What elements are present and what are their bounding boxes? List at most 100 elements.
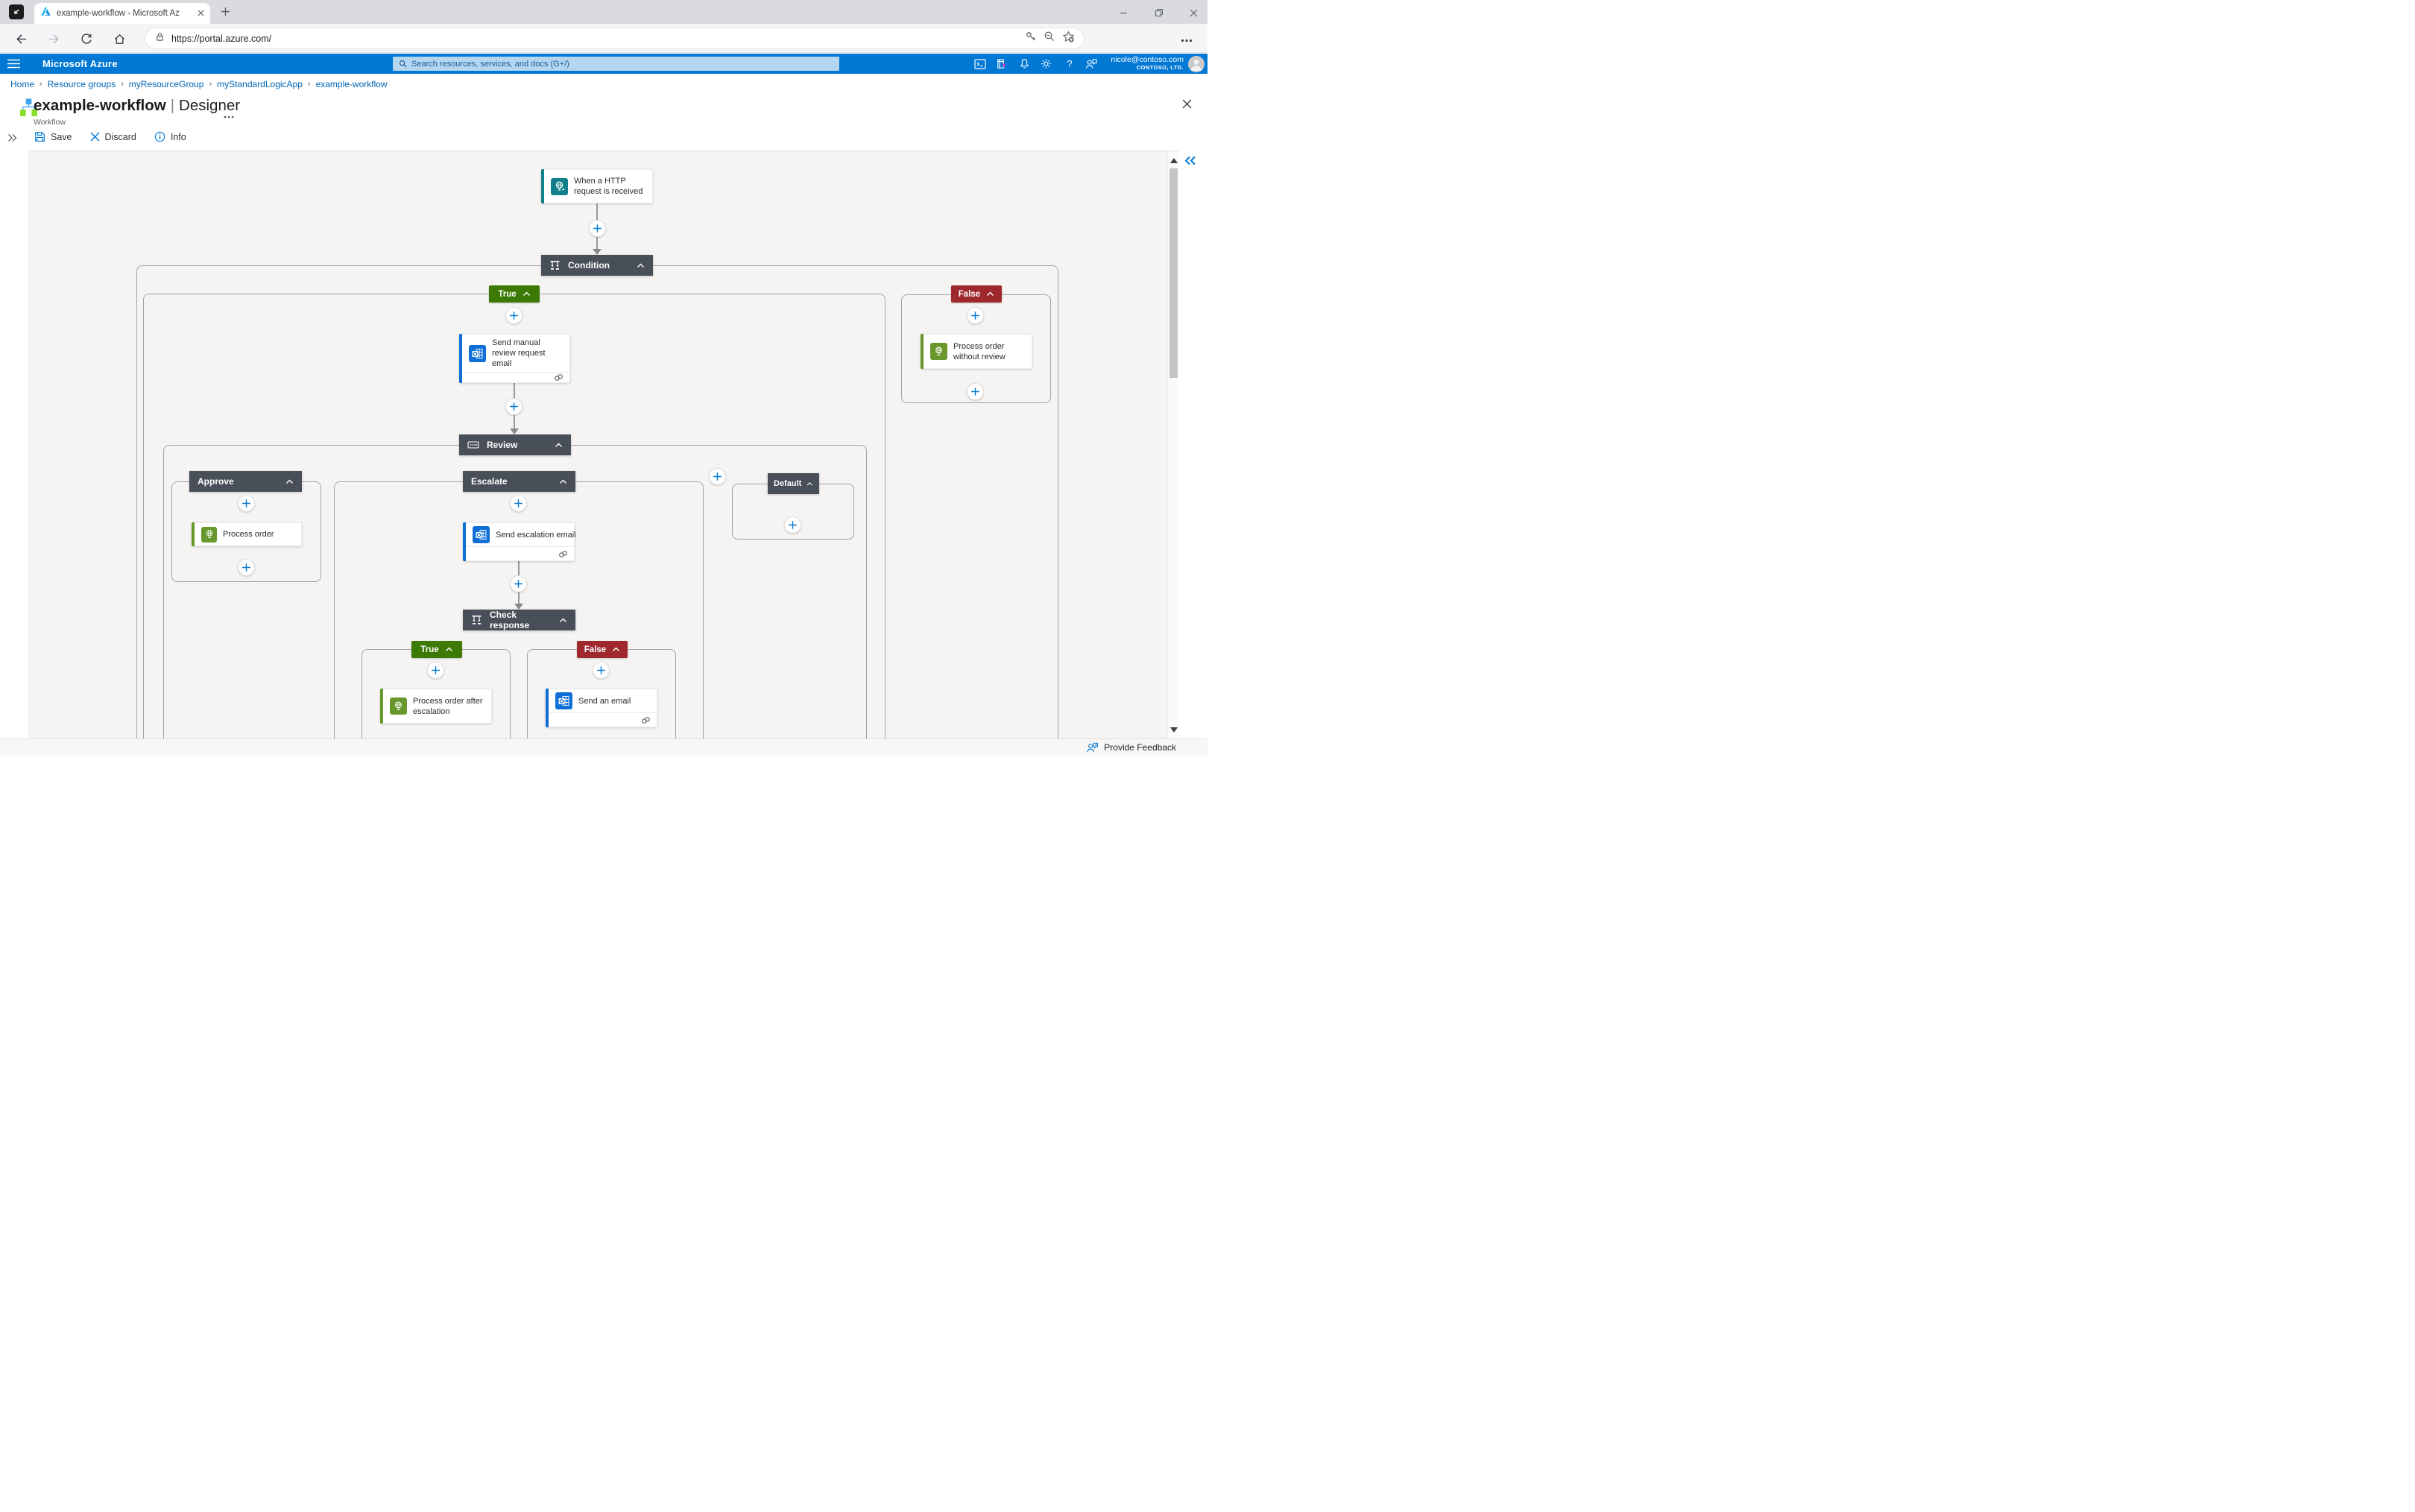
escalate-case-header[interactable]: Escalate — [463, 471, 575, 492]
window-close-button[interactable] — [1182, 6, 1205, 19]
scroll-up-icon[interactable] — [1170, 158, 1178, 163]
discard-button[interactable]: Discard — [89, 131, 136, 142]
address-bar[interactable]: https://portal.azure.com/ — [145, 28, 1085, 49]
title-more-icon[interactable] — [224, 109, 234, 122]
password-key-icon[interactable] — [1025, 31, 1037, 46]
feedback-icon — [1087, 742, 1099, 753]
node-footer — [460, 372, 569, 382]
add-action-button[interactable] — [427, 662, 444, 679]
breadcrumb-resource-groups[interactable]: Resource groups — [47, 79, 116, 89]
expand-panel-icon[interactable] — [7, 133, 18, 146]
designer-canvas[interactable]: When a HTTP request is received Conditio… — [28, 151, 1178, 738]
http-action-icon — [930, 343, 947, 360]
outlook-accent — [463, 522, 466, 561]
default-case-header[interactable]: Default — [768, 473, 819, 494]
window-minimize-button[interactable] — [1112, 6, 1134, 19]
check-response-node[interactable]: Check response — [463, 610, 575, 630]
browser-tab[interactable]: example-workflow - Microsoft Az — [34, 3, 210, 24]
add-action-button[interactable] — [510, 575, 527, 592]
account-info[interactable]: nicole@contoso.com CONTOSO, LTD. — [1111, 55, 1184, 71]
node-label: Process order after escalation — [413, 696, 483, 716]
send-manual-review-node[interactable]: Send manual review request email — [459, 334, 570, 383]
connection-icon — [559, 550, 567, 557]
breadcrumb-separator: › — [307, 80, 311, 89]
page-close-icon[interactable] — [1182, 99, 1192, 113]
global-search-input[interactable]: Search resources, services, and docs (G+… — [393, 57, 839, 71]
add-action-button[interactable] — [505, 307, 523, 324]
favorites-add-icon[interactable] — [1062, 30, 1075, 47]
switch-icon — [467, 441, 479, 449]
notifications-bell-icon[interactable] — [1018, 57, 1031, 70]
portal-menu-icon[interactable] — [7, 59, 20, 72]
account-org: CONTOSO, LTD. — [1136, 64, 1184, 71]
http-accent — [921, 334, 924, 369]
directory-filter-icon[interactable] — [995, 57, 1008, 70]
breadcrumb-home[interactable]: Home — [10, 79, 35, 89]
page-footer: Provide Feedback — [0, 738, 1208, 756]
approve-case-header[interactable]: Approve — [189, 471, 302, 492]
zoom-out-icon[interactable] — [1044, 31, 1055, 46]
cloud-shell-icon[interactable] — [973, 57, 986, 70]
info-button[interactable]: Info — [154, 131, 186, 142]
new-tab-button[interactable] — [221, 7, 230, 20]
condition-node[interactable]: Condition — [541, 255, 653, 276]
window-restore-button[interactable] — [1148, 6, 1170, 19]
chevron-up-icon — [807, 481, 813, 485]
add-action-button[interactable] — [238, 559, 255, 576]
add-action-button[interactable] — [784, 516, 801, 534]
add-action-button[interactable] — [510, 495, 527, 512]
check-true-badge[interactable]: True — [411, 641, 462, 658]
false-branch-badge[interactable]: False — [951, 285, 1002, 303]
process-order-without-review-node[interactable]: Process order without review — [921, 334, 1032, 369]
lock-icon[interactable] — [155, 31, 165, 45]
scroll-down-icon[interactable] — [1170, 727, 1178, 733]
provide-feedback-button[interactable]: Provide Feedback — [1086, 741, 1176, 753]
outlook-accent — [459, 334, 462, 383]
chevron-up-icon — [637, 263, 644, 268]
process-order-after-escalation-node[interactable]: Process order after escalation — [380, 689, 492, 724]
breadcrumb-workflow[interactable]: example-workflow — [315, 79, 388, 89]
feedback-label: Provide Feedback — [1104, 741, 1176, 753]
breadcrumb-resource-group[interactable]: myResourceGroup — [128, 79, 204, 89]
add-action-button[interactable] — [505, 398, 523, 415]
chevron-up-icon — [613, 647, 620, 651]
collapse-panel-icon[interactable] — [1184, 156, 1196, 169]
send-an-email-node[interactable]: Send an email — [546, 689, 657, 727]
trigger-node[interactable]: When a HTTP request is received — [541, 169, 653, 203]
node-label: Send an email — [578, 696, 631, 706]
breadcrumb-logic-app[interactable]: myStandardLogicApp — [217, 79, 303, 89]
add-action-button[interactable] — [967, 383, 984, 400]
add-action-button[interactable] — [589, 220, 606, 237]
true-branch-badge[interactable]: True — [489, 285, 540, 303]
tab-actions-icon[interactable] — [9, 4, 24, 19]
forward-button[interactable] — [44, 29, 63, 48]
add-action-button[interactable] — [967, 307, 984, 324]
back-button[interactable] — [11, 29, 31, 48]
save-button[interactable]: Save — [34, 131, 72, 142]
add-case-button[interactable] — [709, 468, 726, 485]
add-action-button[interactable] — [593, 662, 610, 679]
connector-arrow — [514, 604, 523, 610]
review-switch-node[interactable]: Review — [459, 434, 571, 455]
help-icon[interactable]: ? — [1063, 57, 1076, 70]
refresh-button[interactable] — [77, 29, 96, 48]
home-button[interactable] — [110, 29, 129, 48]
settings-gear-icon[interactable] — [1040, 57, 1052, 70]
add-action-button[interactable] — [238, 495, 255, 512]
true-branch-label: True — [498, 289, 517, 299]
scrollbar-thumb[interactable] — [1169, 168, 1178, 378]
feedback-person-icon[interactable] — [1085, 57, 1097, 70]
workflow-name: example-workflow — [34, 97, 166, 114]
browser-menu-icon[interactable] — [1181, 33, 1193, 46]
avatar[interactable] — [1188, 55, 1205, 72]
vertical-scrollbar[interactable] — [1167, 151, 1178, 738]
tab-close-icon[interactable] — [198, 7, 204, 20]
search-placeholder: Search resources, services, and docs (G+… — [411, 59, 569, 69]
url-text[interactable]: https://portal.azure.com/ — [171, 33, 272, 44]
send-escalation-email-node[interactable]: Send escalation email — [463, 522, 576, 561]
check-false-badge[interactable]: False — [577, 641, 628, 658]
escalate-case-label: Escalate — [471, 476, 508, 487]
check-true-label: True — [420, 645, 439, 654]
azure-brand[interactable]: Microsoft Azure — [42, 58, 118, 69]
process-order-node[interactable]: Process order — [192, 522, 302, 546]
